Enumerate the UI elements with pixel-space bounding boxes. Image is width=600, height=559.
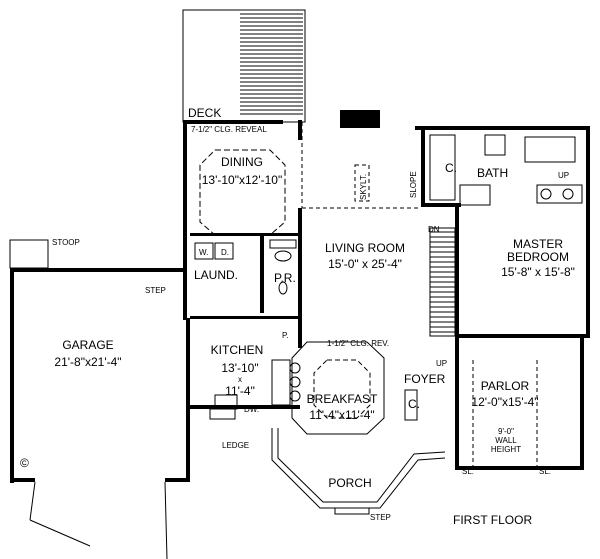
porch-label: PORCH (328, 476, 371, 490)
foyer-up-label: UP (436, 359, 447, 368)
bath-label: BATH (477, 166, 508, 180)
laundry-label: LAUND. (194, 268, 238, 282)
parlor-size: 12'-0"x15'-4" (471, 395, 538, 409)
master-label-2: BEDROOM (507, 250, 569, 264)
powder-room-label: P.R. (274, 271, 296, 285)
wall-height-2: WALL (495, 436, 517, 445)
copyright-mark: © (20, 456, 29, 470)
dryer-label: D. (221, 248, 229, 257)
step-label: STEP (145, 286, 166, 295)
living-room-label: LIVING ROOM (325, 241, 405, 255)
garage-label: GARAGE (62, 338, 113, 352)
dishwasher-label: DW. (244, 405, 259, 414)
dining-label: DINING (221, 155, 263, 169)
dining-size: 13'-10"x12'-10" (202, 173, 282, 187)
kitchen-size-2: 11'-4" (225, 384, 255, 398)
wall-height-3: HEIGHT (491, 445, 521, 454)
pantry-label: P. (282, 331, 289, 340)
bath-up-label: UP (558, 171, 569, 180)
ledge-label: LEDGE (222, 441, 249, 450)
skylight-label: SKYLT. (359, 174, 368, 200)
foyer-label: FOYER (404, 372, 446, 386)
bath-closet-label: C. (445, 161, 457, 175)
kitchen-label: KITCHEN (211, 343, 264, 357)
master-label-1: MASTER (513, 237, 563, 251)
floor-title: FIRST FLOOR (453, 513, 532, 527)
master-size: 15'-8" x 15'-8" (501, 265, 575, 279)
kitchen-size-1: 13'-10" (221, 361, 258, 375)
breakfast-note: 1-1/2" CLG. REV. (327, 339, 389, 348)
dining-note: 7-1/2" CLG. REVEAL (191, 125, 267, 134)
breakfast-size: 11'-4"x11'-4" (309, 408, 374, 422)
wall-height-1: 9'-0" (498, 427, 514, 436)
fixtures (9, 122, 583, 559)
room-labels: DECK 7-1/2" CLG. REVEAL DINING 13'-10"x1… (20, 106, 575, 527)
breakfast-label: BREAKFAST (307, 392, 378, 406)
kitchen-size-x: x (238, 375, 242, 384)
deck-label: DECK (188, 106, 221, 120)
stoop-label: STOOP (52, 238, 80, 247)
sl-left-label: SL. (462, 467, 474, 476)
sl-right-label: SL. (539, 467, 551, 476)
foyer-closet-label: C. (408, 397, 420, 411)
stair-dn-label: DN (428, 225, 440, 234)
washer-label: W. (199, 248, 208, 257)
living-room-size: 15'-0" x 25'-4" (328, 257, 402, 271)
porch-step-label: STEP (370, 513, 391, 522)
parlor-label: PARLOR (481, 379, 530, 393)
deck (182, 9, 306, 123)
walls (10, 110, 590, 483)
garage-size: 21'-8"x21'-4" (54, 355, 121, 369)
slope-label: SLOPE (409, 171, 418, 198)
